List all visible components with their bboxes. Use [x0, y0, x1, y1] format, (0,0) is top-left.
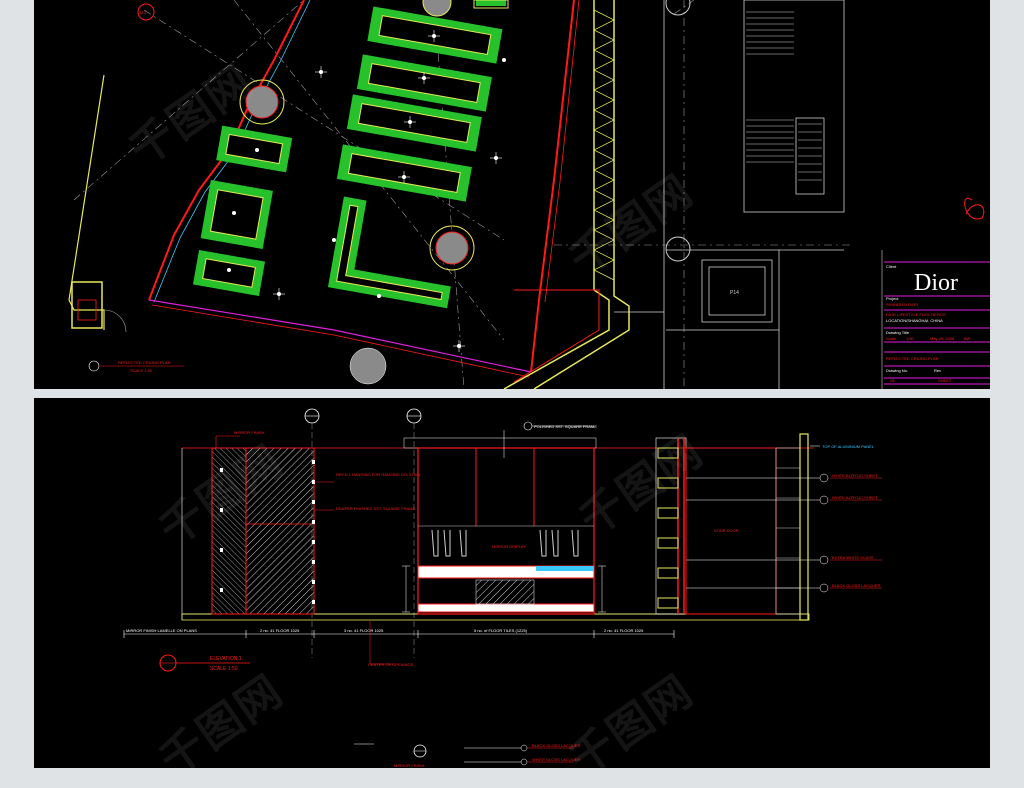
date-value: May 09, 2008: [930, 336, 955, 341]
drawing-title: REFLECTED CEILING PLAN: [886, 356, 939, 361]
leader-note: CENTER OF OPENINGS: [368, 662, 414, 667]
callout-right-1: WHITE ACRYLIC SHEET: [832, 473, 878, 478]
top-callout: POLISHED SST. SQUARE FRAME: [534, 424, 597, 429]
drape-panel: [245, 447, 315, 615]
project-name: SHANGHAI DIOR: [886, 302, 918, 307]
round-columns: [239, 0, 691, 385]
address-line: LOCATION/SHANGHAI, CHINA: [886, 318, 943, 323]
elevation-drawing: MIRROR FINISH REF.D.1 HANGING FOR HANGIN…: [123, 408, 882, 768]
elevation-title: ELEVATION 1: [210, 656, 242, 662]
elevation-grid-markers: [304, 408, 422, 658]
elevation-panel: MIRROR FINISH REF.D.1 HANGING FOR HANGIN…: [34, 398, 990, 768]
shelf-boxes: [657, 447, 679, 609]
project-label: Project: [886, 296, 899, 301]
plan-title: REFLECTED CEILING PLAN: [118, 360, 171, 365]
elevation-scale: SCALE 1:50: [210, 666, 238, 672]
right-note: STAIR DOOR: [714, 528, 739, 533]
grid-bubble: [137, 3, 155, 21]
scale-label: Scale: [886, 336, 897, 341]
bottom-dim-2: 3 no. 41 FLOOR 1025: [344, 628, 384, 633]
dimension-lines-center: [402, 565, 606, 613]
bottom-dim-3: 5 no. of FLOOR TILES (1225): [474, 628, 528, 633]
callout-right-0: TOP OF ALUMINIUM PANEL: [822, 444, 875, 449]
stair-treads: [746, 11, 822, 181]
wall-hatch: [593, 9, 615, 281]
bottom-callout-2: MIRROR FINISH: [394, 763, 425, 768]
number-value: 28: [890, 378, 895, 383]
display-shelf-lower: [417, 603, 595, 613]
mirror-panel: [211, 447, 247, 615]
hanging-garments: [431, 529, 579, 557]
light-crosshairs: [273, 30, 502, 352]
floor-line: [181, 613, 810, 621]
brand-logo: Dior: [914, 270, 958, 296]
store-line: DIOR LIFESTYLE FOOL OFFICE: [886, 312, 946, 317]
right-end-wall: [799, 433, 809, 621]
rev-label: Rev: [934, 368, 941, 373]
ceiling-plan-panel: P14 B13 REFLECTED CEILING PLAN SCALE 1:5…: [34, 0, 990, 389]
right-callouts: [686, 445, 882, 593]
plan-scale: SCALE 1:50: [130, 368, 153, 373]
pin-markers: [220, 460, 315, 604]
shelving-unit: [655, 437, 687, 615]
shelf-note: MIRROR DISPLAY: [492, 544, 526, 549]
store-walls: [68, 0, 630, 389]
note-b: DRAPER FINISHED SST. SQUARE FRAME: [336, 506, 415, 511]
drawing-label: Drawing Title: [886, 330, 910, 335]
building-core: [614, 0, 845, 389]
ceiling-plan-drawing: P14 B13 REFLECTED CEILING PLAN SCALE 1:5…: [68, 0, 990, 389]
display-niche: [417, 447, 595, 615]
lower-detail: [354, 743, 574, 766]
column-tag: P14: [730, 290, 739, 296]
mirror-label: MIRROR FINISH: [234, 430, 265, 435]
bottom-dim-4: 2 no. 41 FLOOR 1025: [604, 628, 644, 633]
callout-right-2: WHITE ACRYLIC SHEET: [832, 495, 878, 500]
bottom-callout-1: WHITE GLOSS LACQUER: [532, 757, 580, 762]
grid-tag: B13: [139, 10, 147, 15]
scale-value: 1:50: [906, 336, 915, 341]
display-plinth: [475, 579, 535, 605]
note-a: REF.D.1 HANGING FOR HANGING DIS STAIN: [336, 472, 420, 477]
shelf-cyan-strip: [536, 566, 594, 571]
callout-right-4: BLACK GLOSS LACQUER: [832, 583, 881, 588]
plan-title-bubble: [88, 360, 100, 372]
client-label: Client: [886, 264, 897, 269]
title-block: [881, 197, 990, 389]
callout-right-3: EXTRA WHITE GLASS: [832, 555, 874, 560]
drawn-value: BW: [964, 336, 971, 341]
dimension-ticks: [123, 630, 675, 638]
bottom-dim-1: 2 no. 41 FLOOR 1025: [260, 628, 300, 633]
bottom-callout-0: BLACK GLOSS LACQUER: [532, 743, 581, 748]
bottom-dim-0: MIRROR FINISH LAMELLE ON PLANS: [126, 628, 197, 633]
right-panel-lines: [776, 467, 800, 589]
number-label: Drawing No.: [886, 368, 908, 373]
rev-value: SHEET: [938, 378, 952, 383]
